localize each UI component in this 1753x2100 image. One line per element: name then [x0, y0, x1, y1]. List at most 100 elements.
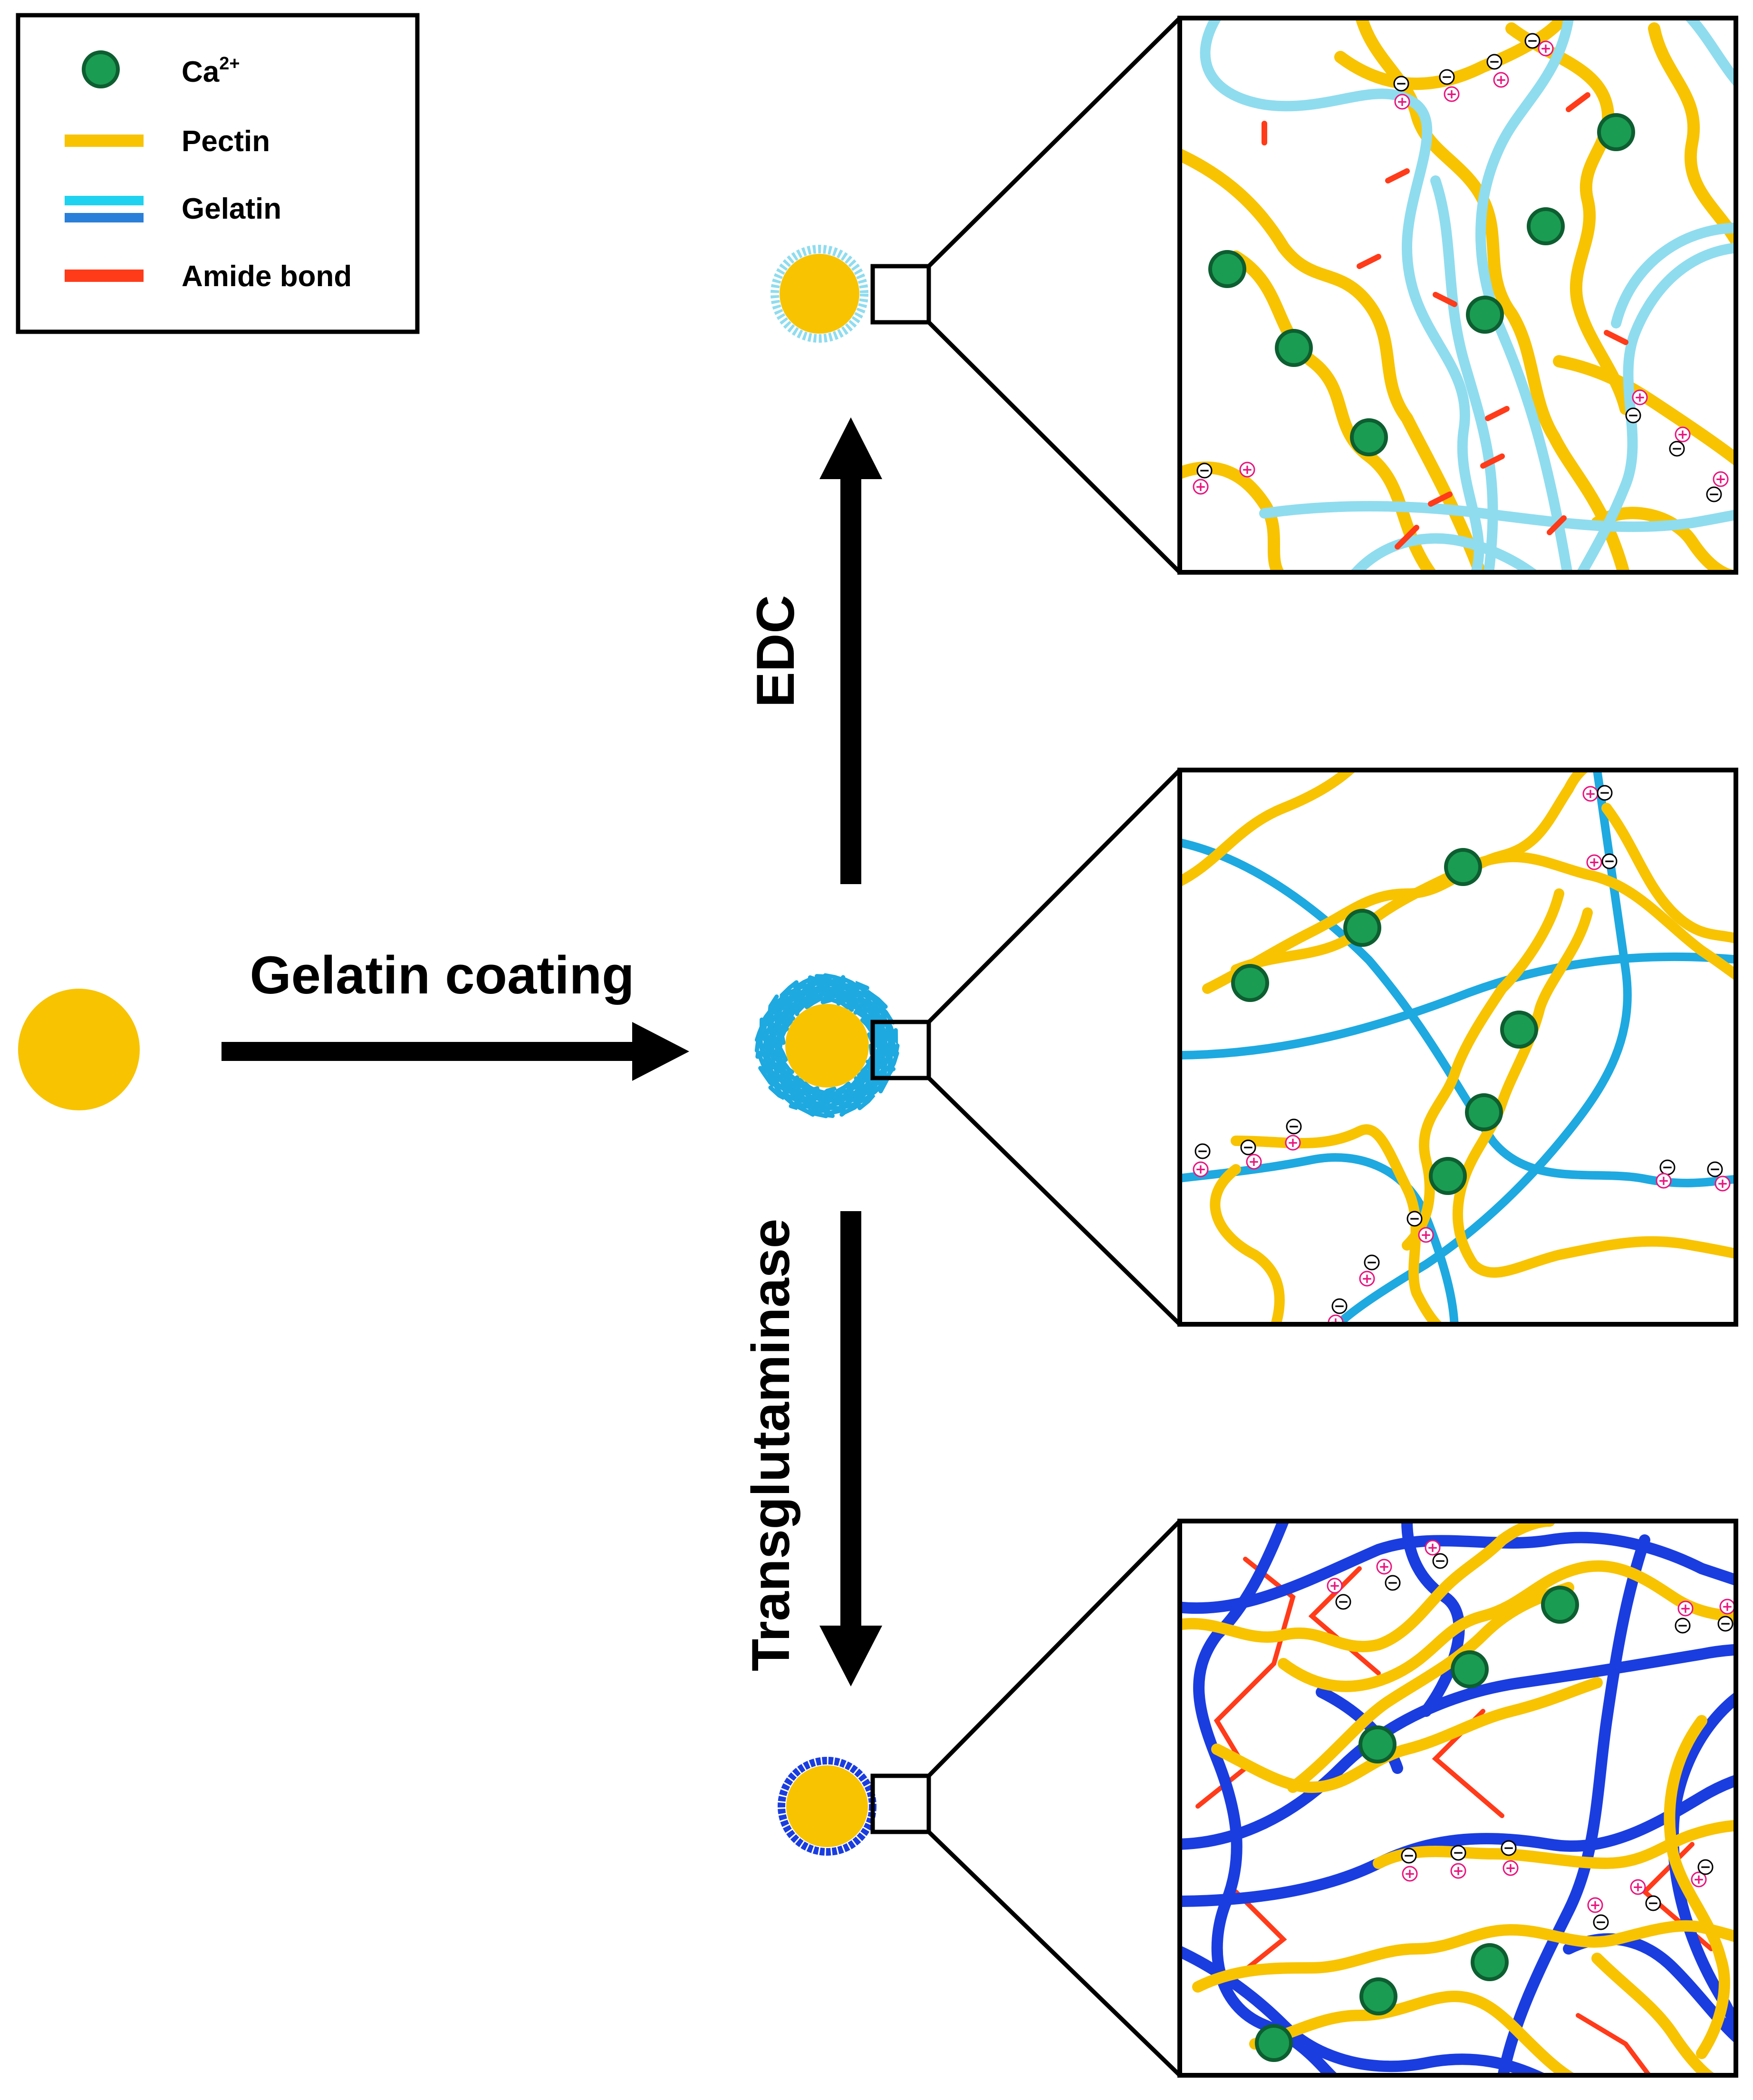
positive-charge-icon [1675, 426, 1691, 443]
negative-charge-icon [1286, 1118, 1302, 1135]
negative-charge-glyph: − [1366, 1254, 1377, 1270]
positive-charge-icon [1503, 1860, 1519, 1876]
charge-marks: +−+−−+−+−+−+−+−+−+−+ [1193, 785, 1731, 1324]
positive-charge-glyph: + [1634, 389, 1645, 405]
positive-charge-glyph: + [1540, 40, 1551, 56]
negative-charge-glyph: − [1199, 462, 1210, 478]
negative-charge-glyph: − [1677, 1618, 1688, 1633]
negative-charge-glyph: − [1709, 1161, 1720, 1177]
negative-charge-icon [1486, 54, 1503, 70]
negative-charge-glyph: − [1662, 1159, 1673, 1175]
positive-charge-glyph: + [1287, 1135, 1298, 1150]
charge-marks: +−+−+−+−+−−+−+−++−+−+− [1327, 1540, 1735, 1930]
legend-item-amide-bond: Amide bond [65, 260, 352, 293]
gelatin-coil [792, 1081, 822, 1117]
negative-charge-glyph: − [1453, 1845, 1464, 1860]
positive-charge-icon [1677, 1600, 1694, 1617]
pectin-chains [1180, 770, 1736, 1324]
legend-item-calcium: Ca2+ [82, 50, 240, 88]
negative-charge-icon [1524, 33, 1541, 49]
positive-charge-icon [1246, 1154, 1262, 1170]
negative-charge-icon [1597, 785, 1613, 801]
negative-charge-glyph: − [1387, 1575, 1398, 1590]
coated-zoom-panel: +−+−−+−+−+−+−+−+−+−+ [1177, 768, 1738, 1327]
edc-zoom-line-bottom [927, 320, 1182, 574]
negative-charge-glyph: − [1243, 1139, 1253, 1155]
negative-charge-icon [1706, 486, 1722, 502]
edc-zoom-marker [870, 264, 931, 325]
negative-charge-glyph: − [1288, 1118, 1299, 1134]
amide-bond-legend-label: Amide bond [182, 260, 352, 293]
coated-bead-core [785, 1004, 869, 1088]
negative-charge-icon [1196, 462, 1213, 479]
positive-charge-icon [1327, 1578, 1343, 1594]
pectin-legend-label: Pectin [182, 125, 270, 158]
tg-zoom-frame [1177, 1519, 1738, 2078]
positive-charge-icon [1656, 1173, 1672, 1189]
positive-charge-glyph: + [1195, 479, 1206, 494]
negative-charge-icon [1240, 1139, 1256, 1156]
negative-charge-glyph: − [1441, 69, 1452, 85]
negative-charge-icon [1406, 1211, 1423, 1227]
negative-charge-icon [1625, 407, 1641, 424]
calcium-ions [1255, 1586, 1579, 2062]
positive-charge-glyph: + [1589, 1897, 1600, 1913]
negative-charge-glyph: − [1708, 486, 1719, 502]
negative-charge-icon [1707, 1161, 1723, 1177]
positive-charge-glyph: + [1420, 1227, 1431, 1243]
positive-charge-icon [1632, 389, 1648, 405]
gelatin-coil [803, 974, 837, 1004]
gelatin-coil [755, 1042, 788, 1078]
edc-label: EDC [746, 595, 805, 707]
positive-charge-glyph: + [1680, 1600, 1691, 1616]
positive-charge-icon [1402, 1866, 1418, 1882]
negative-charge-glyph: − [1628, 407, 1638, 423]
positive-charge-icon [1587, 1897, 1603, 1913]
pectin-bead-uncoated [18, 989, 140, 1110]
positive-charge-glyph: + [1446, 86, 1457, 102]
transglutaminase-arrowhead [819, 1626, 882, 1686]
gelatin-coil [804, 1086, 834, 1118]
gelatin-coil [817, 973, 852, 1006]
tg-zoom-line-bottom [927, 1830, 1182, 2077]
negative-charge-icon [1645, 1895, 1661, 1911]
edc-zoom-line-top [927, 16, 1182, 268]
positive-charge-glyph: + [1717, 1175, 1728, 1191]
legend: Ca2+ Pectin Gelatin Amide bond [16, 13, 420, 334]
positive-charge-glyph: + [1505, 1860, 1516, 1876]
positive-charge-icon [1713, 471, 1729, 487]
gelatin-coil [816, 1087, 848, 1118]
positive-charge-glyph: + [1632, 1879, 1643, 1895]
edc-zoom-panel: −+−+−+−+−+++−+−+− [1177, 16, 1738, 575]
positive-charge-icon [1239, 462, 1255, 478]
negative-charge-icon [1601, 853, 1618, 869]
coated-bead [754, 973, 931, 1118]
legend-item-gelatin: Gelatin [65, 193, 281, 225]
calcium-ions [1231, 848, 1538, 1195]
negative-charge-icon [1335, 1594, 1351, 1610]
negative-charge-glyph: − [1595, 1914, 1606, 1930]
negative-charge-icon [1450, 1845, 1466, 1861]
negative-charge-icon [1393, 76, 1409, 92]
tg-zoom-marker [870, 1773, 931, 1834]
calcium-legend-label: Ca2+ [182, 54, 240, 88]
edc-zoom-frame [1177, 16, 1738, 575]
positive-charge-icon [1714, 1175, 1731, 1192]
positive-charge-icon [1691, 1871, 1707, 1888]
positive-charge-icon [1376, 1559, 1392, 1575]
calcium-ions [1208, 113, 1635, 456]
positive-charge-icon [1359, 1271, 1375, 1287]
negative-charge-glyph: − [1527, 33, 1538, 48]
gelatin-coating-arrowhead [632, 1022, 689, 1081]
negative-charge-glyph: − [1334, 1298, 1345, 1314]
calcium-legend-icon [82, 50, 120, 88]
positive-charge-glyph: + [1404, 1866, 1415, 1881]
negative-charge-glyph: − [1604, 853, 1615, 869]
negative-charge-glyph: − [1720, 1616, 1731, 1631]
positive-charge-icon [1630, 1879, 1646, 1895]
pectin-chains [1180, 1521, 1736, 2075]
negative-charge-icon [1432, 1553, 1448, 1569]
positive-charge-glyph: + [1248, 1154, 1259, 1169]
negative-charge-icon [1401, 1848, 1417, 1864]
positive-charge-glyph: + [1329, 1578, 1340, 1593]
